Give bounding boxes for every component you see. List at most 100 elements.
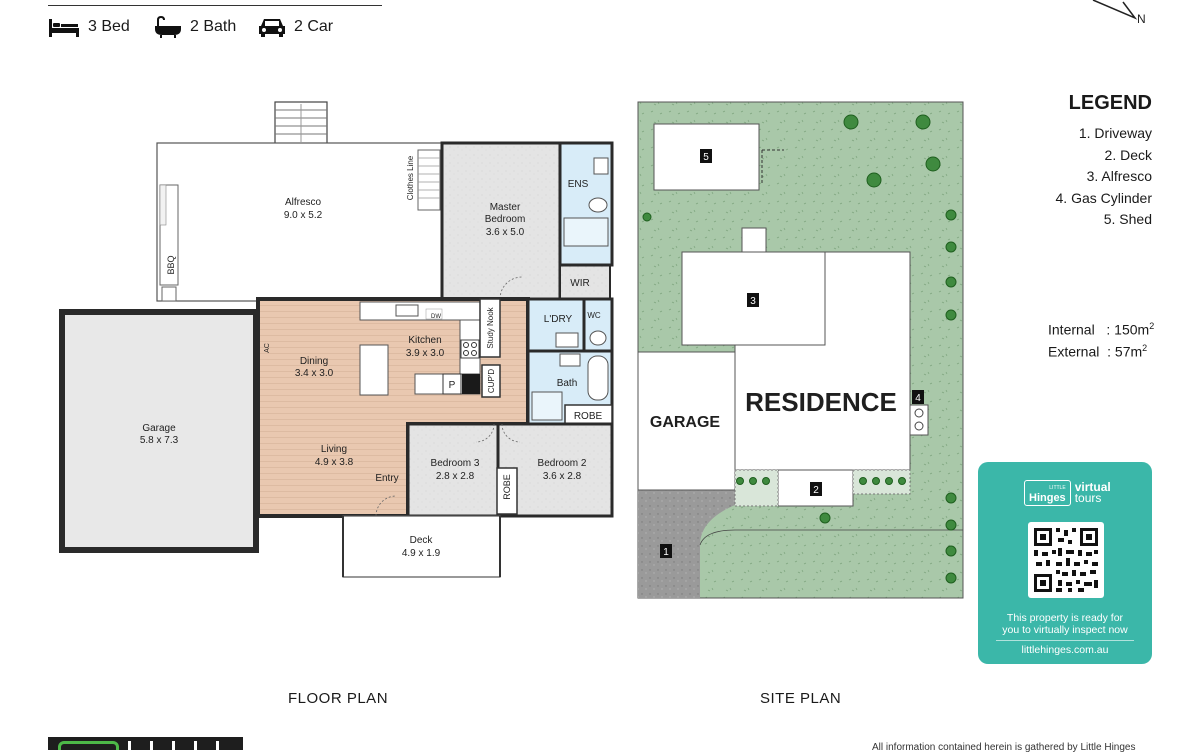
garage-name: Garage: [142, 423, 176, 434]
garage-size: 5.8 x 7.3: [140, 435, 179, 446]
master-size: 3.6 x 5.0: [486, 227, 525, 238]
bed3-robe: [496, 467, 518, 515]
bed3-door: [475, 423, 495, 443]
site-plan-title: SITE PLAN: [760, 690, 842, 707]
alfresco-area: [156, 142, 443, 302]
bed3-name: Bedroom 3: [431, 458, 480, 469]
compass-icon: N: [1092, 0, 1146, 26]
living-size: 4.9 x 3.8: [315, 457, 354, 468]
walk-in-robe: [559, 264, 611, 300]
gas-cylinder: [909, 404, 929, 436]
agency-logo: [48, 737, 243, 750]
marker-4: 4: [915, 393, 921, 404]
ens-label: ENS: [568, 179, 589, 190]
external-label: External: [1048, 343, 1100, 360]
marker-3: 3: [750, 296, 756, 307]
entry-door: [375, 495, 397, 517]
kitchen-size: 3.9 x 3.0: [406, 348, 445, 359]
cooktop-icon: [460, 339, 480, 359]
marker-5: 5: [703, 152, 709, 163]
site-garden-bed-left: [734, 469, 779, 507]
legend-item-gas: 4. Gas Cylinder: [1055, 189, 1152, 206]
clothes-line-label: Clothes Line: [406, 155, 415, 200]
external-area: External : 57m2: [1048, 339, 1154, 361]
master-door: [499, 276, 523, 300]
feature-bed-label: 3 Bed: [88, 18, 130, 35]
living-name: Living: [321, 444, 347, 455]
feature-bath-label: 2 Bath: [190, 18, 237, 35]
bed2-door: [501, 423, 521, 443]
dining-name: Dining: [300, 356, 328, 367]
feature-bed: 3 Bed: [48, 16, 130, 38]
pantry-label: P: [449, 380, 456, 391]
vt-product2: tours: [1074, 491, 1102, 505]
pantry: [442, 373, 462, 395]
vt-product1: virtual: [1074, 480, 1111, 494]
entry-label: Entry: [375, 473, 398, 484]
qr-code-icon[interactable]: [1028, 522, 1104, 598]
floor-plan-title: FLOOR PLAN: [288, 690, 389, 707]
deck-size: 4.9 x 1.9: [402, 548, 441, 559]
vt-divider: [996, 640, 1134, 641]
garage-room: [59, 309, 259, 553]
feature-car-label: 2 Car: [294, 18, 334, 35]
kitchen-name: Kitchen: [408, 335, 441, 346]
study-label: Study Nook: [486, 306, 495, 348]
site-garage-label: GARAGE: [650, 414, 721, 431]
laundry-tub-icon: [555, 332, 579, 348]
site-plan: 1 2 3 4 5 RESIDENCE GARAGE: [637, 101, 964, 599]
bbq-label: BBQ: [166, 255, 176, 274]
agency-logo-mark: [58, 741, 119, 750]
marker-2: 2: [813, 485, 819, 496]
bath-vanity-icon: [559, 353, 581, 367]
fridge: [462, 374, 480, 394]
wc-toilet-icon: [589, 330, 607, 346]
legend-item-deck: 2. Deck: [1104, 146, 1152, 163]
vt-brand-small: LITTLE: [1049, 485, 1066, 491]
cupboard: [481, 364, 501, 398]
legend-title: LEGEND: [1068, 92, 1152, 114]
robe2-label: ROBE: [502, 474, 512, 500]
study-nook: [479, 298, 501, 358]
internal-unit: 2: [1149, 321, 1155, 331]
vt-logo: LITTLE Hinges virtual tours: [1024, 480, 1111, 506]
kitchen-sink-icon: [395, 304, 419, 317]
master-name2: Bedroom: [485, 214, 526, 225]
ensuite-vanity-icon: [593, 157, 609, 175]
bedroom-3: [406, 422, 500, 518]
ensuite-toilet-icon: [588, 197, 608, 213]
site-alfresco-stairs: [741, 227, 767, 253]
bath-icon: [155, 16, 181, 38]
driveway: [638, 490, 735, 598]
car-icon: [259, 19, 285, 37]
laundry-label: L'DRY: [544, 314, 573, 325]
vt-line1: This property is ready for: [1006, 612, 1124, 624]
driveway-edge: [699, 529, 963, 546]
legend-item-driveway: 1. Driveway: [1078, 125, 1152, 141]
feature-bath: 2 Bath: [154, 16, 236, 38]
bed2-size: 3.6 x 2.8: [543, 471, 582, 482]
residence-label: RESIDENCE: [745, 387, 897, 417]
dining-size: 3.4 x 3.0: [295, 368, 334, 379]
alfresco-stairs: [274, 101, 328, 145]
virtual-tour-card[interactable]: LITTLE Hinges virtual tours T: [978, 462, 1152, 664]
disclaimer: All information contained herein is gath…: [872, 742, 1136, 753]
dw-spot: [425, 308, 443, 320]
vt-line2: you to virtually inspect now: [1002, 624, 1128, 636]
internal-label: Internal: [1048, 321, 1095, 338]
area-summary: Internal : 150m2 External : 57m2: [1048, 317, 1154, 360]
external-value: : 57m: [1107, 343, 1143, 360]
alfresco-bench: [159, 184, 167, 226]
vt-brand: Hinges: [1029, 492, 1066, 504]
bath-label: Bath: [557, 378, 578, 389]
dw-label: DW: [431, 314, 441, 320]
legend: LEGEND 1. Driveway 2. Deck 3. Alfresco 4…: [972, 92, 1152, 231]
vt-url[interactable]: littlehinges.com.au: [1021, 644, 1109, 656]
internal-value: : 150m: [1106, 321, 1150, 338]
kitchen-island: [359, 344, 389, 396]
floor-plan: Alfresco 9.0 x 5.2 Master Bedroom 3.6 x …: [59, 101, 614, 578]
wir-label: WIR: [570, 278, 589, 289]
kitchen-bench-top: [359, 301, 481, 321]
top-rule: [48, 5, 382, 6]
ensuite-shower-icon: [563, 217, 609, 247]
